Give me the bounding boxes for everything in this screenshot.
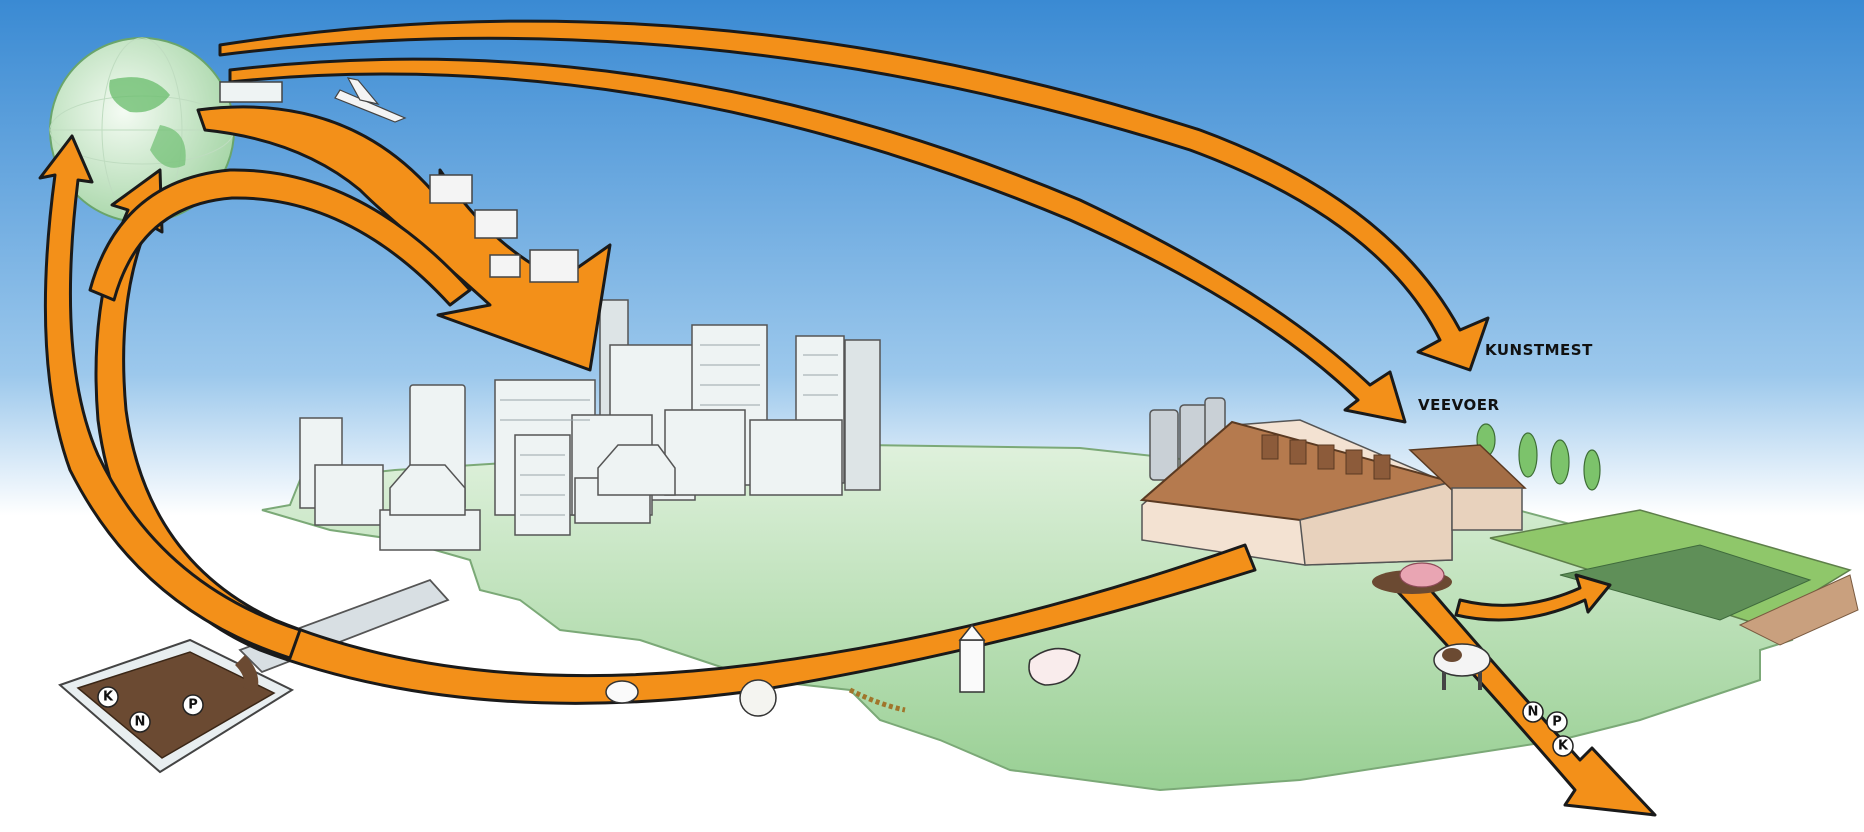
milk-carton-icon bbox=[960, 625, 984, 692]
field-nutrient-p: P bbox=[1552, 715, 1562, 730]
chicken-icon bbox=[606, 681, 638, 703]
cargo-ship-icon bbox=[220, 82, 282, 102]
nutrient-p: P bbox=[188, 698, 198, 713]
nutrient-k: K bbox=[103, 690, 114, 705]
field-nutrient-n: N bbox=[1528, 705, 1539, 720]
label-veevoer: VEEVOER bbox=[1418, 396, 1500, 414]
nutrient-n: N bbox=[135, 715, 146, 730]
field-nutrient-k: K bbox=[1558, 739, 1569, 754]
cauliflower-icon bbox=[740, 680, 776, 716]
label-kunstmest: KUNSTMEST bbox=[1485, 341, 1593, 359]
